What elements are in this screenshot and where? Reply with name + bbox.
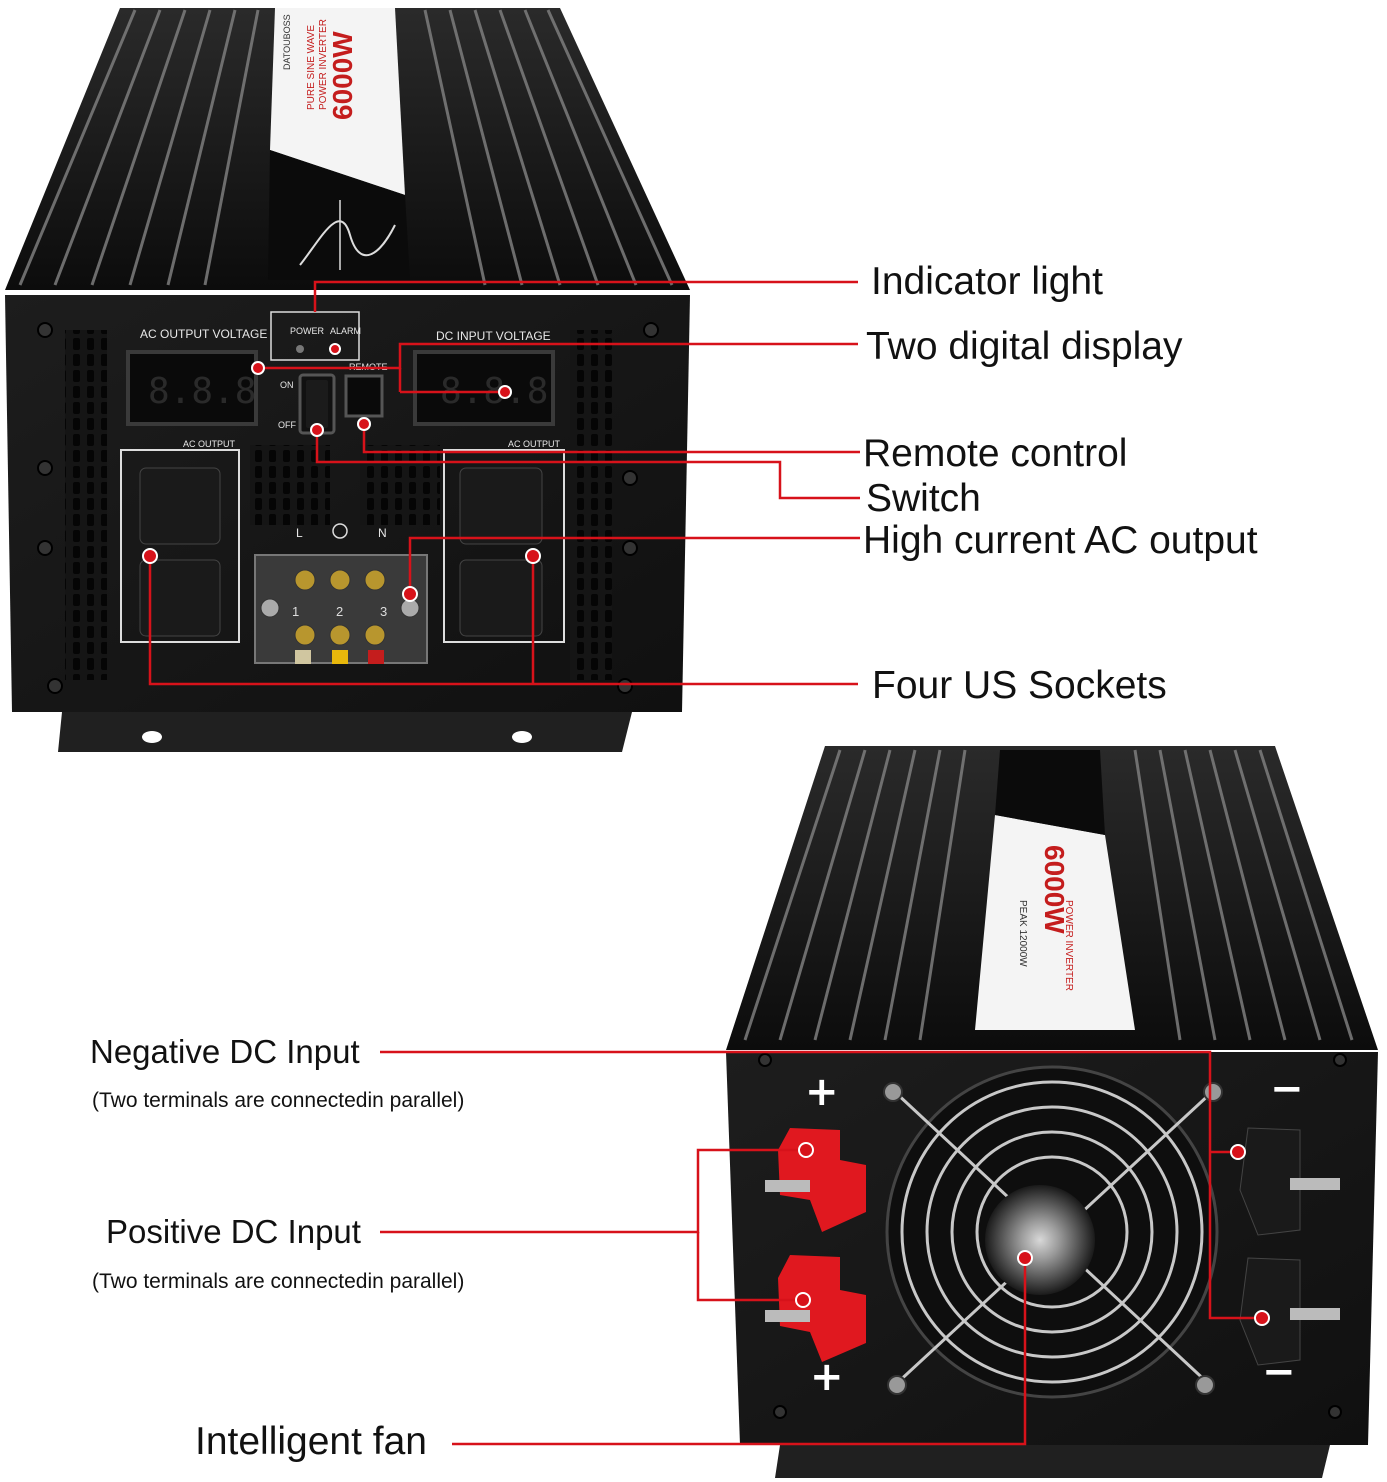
minus-sign-bottom: −: [1262, 1349, 1296, 1395]
callout-positive-dc-note: (Two terminals are connectedin parallel): [92, 1270, 465, 1293]
leader-dots: [142, 343, 1270, 1326]
power-label: POWER: [290, 326, 325, 336]
ac-voltage-label: AC OUTPUT VOLTAGE: [140, 327, 267, 341]
label-type-2: PURE SINE WAVE: [306, 25, 317, 110]
terminal-number-1: 1: [292, 604, 299, 619]
plus-sign-bottom: +: [810, 1354, 844, 1400]
remote-port[interactable]: [344, 374, 384, 418]
label-dark-band: [268, 150, 410, 280]
dc-voltage-display: [413, 350, 555, 426]
rear-label-rating: 6000W: [1039, 845, 1070, 934]
negative-terminal[interactable]: [1239, 1127, 1340, 1236]
sine-wave-logo: [299, 220, 396, 266]
us-socket[interactable]: [459, 467, 543, 545]
plus-sign-top: +: [805, 1069, 839, 1115]
terminal-number-3: 3: [380, 604, 387, 619]
label-type-1: POWER INVERTER: [318, 19, 329, 110]
ac-output-right-label: AC OUTPUT: [508, 439, 561, 449]
rear-label-plate: [975, 815, 1135, 1030]
callout-remote-control: Remote control: [863, 432, 1128, 475]
mounting-bracket: [58, 712, 632, 752]
callout-us-sockets: Four US Sockets: [872, 664, 1167, 707]
us-socket[interactable]: [139, 559, 221, 637]
terminal-number-2: 2: [336, 604, 343, 619]
heatsink-fins-rear: [743, 749, 1354, 1041]
callout-digital-display: Two digital display: [866, 325, 1183, 368]
panel-screws: [37, 322, 659, 694]
terminal-n-label: N: [378, 526, 387, 540]
ac-output-left-label: AC OUTPUT: [183, 439, 236, 449]
label-rating: 6000W: [327, 31, 358, 120]
product-label-plate: [270, 8, 405, 195]
fan-hub: [985, 1185, 1095, 1295]
us-socket[interactable]: [139, 467, 221, 545]
rear-bracket: [775, 1445, 1330, 1478]
inverter-front-view: 6000W POWER INVERTER PURE SINE WAVE DATO…: [5, 8, 690, 752]
callout-high-current-ac: High current AC output: [863, 519, 1258, 562]
positive-terminal[interactable]: [765, 1255, 866, 1362]
alarm-label: ALARM: [330, 326, 361, 336]
callout-positive-dc: Positive DC Input: [106, 1213, 361, 1250]
us-socket[interactable]: [459, 559, 543, 637]
rear-label-peak: PEAK 12000W: [1017, 900, 1028, 967]
label-brand: DATOUBOSS: [282, 14, 292, 70]
on-label: ON: [280, 380, 294, 390]
callout-switch: Switch: [866, 477, 981, 520]
dc-voltage-label: DC INPUT VOLTAGE: [436, 329, 551, 343]
callout-intelligent-fan: Intelligent fan: [195, 1420, 428, 1463]
terminal-screws: [260, 569, 420, 646]
heatsink-fins: [18, 9, 674, 286]
ac-voltage-digits: 8.8.8: [148, 371, 256, 412]
callout-indicator-light: Indicator light: [871, 260, 1103, 303]
side-vents: [65, 330, 612, 680]
ground-icon: [332, 523, 348, 539]
socket-frame-right: [443, 449, 565, 643]
callout-negative-dc-note: (Two terminals are connectedin parallel): [92, 1089, 465, 1112]
rear-label-type: POWER INVERTER: [1063, 900, 1074, 991]
socket-frame-left: [120, 449, 240, 643]
ac-voltage-display: [126, 350, 258, 426]
rear-label-dark: [995, 750, 1105, 835]
minus-sign-top: −: [1270, 1066, 1304, 1112]
fan-guard: [893, 1080, 1214, 1387]
inverter-rear-view: 6000W POWER INVERTER PEAK 12000W: [726, 746, 1378, 1478]
power-led: [296, 345, 304, 353]
terminal-l-label: L: [296, 526, 303, 540]
negative-terminal[interactable]: [1239, 1257, 1340, 1366]
off-label: OFF: [278, 420, 296, 430]
leader-lines: [148, 280, 1262, 1446]
fan-guard-screws: [883, 1082, 1223, 1395]
rear-screws: [758, 1053, 1347, 1419]
callout-negative-dc: Negative DC Input: [90, 1033, 360, 1070]
